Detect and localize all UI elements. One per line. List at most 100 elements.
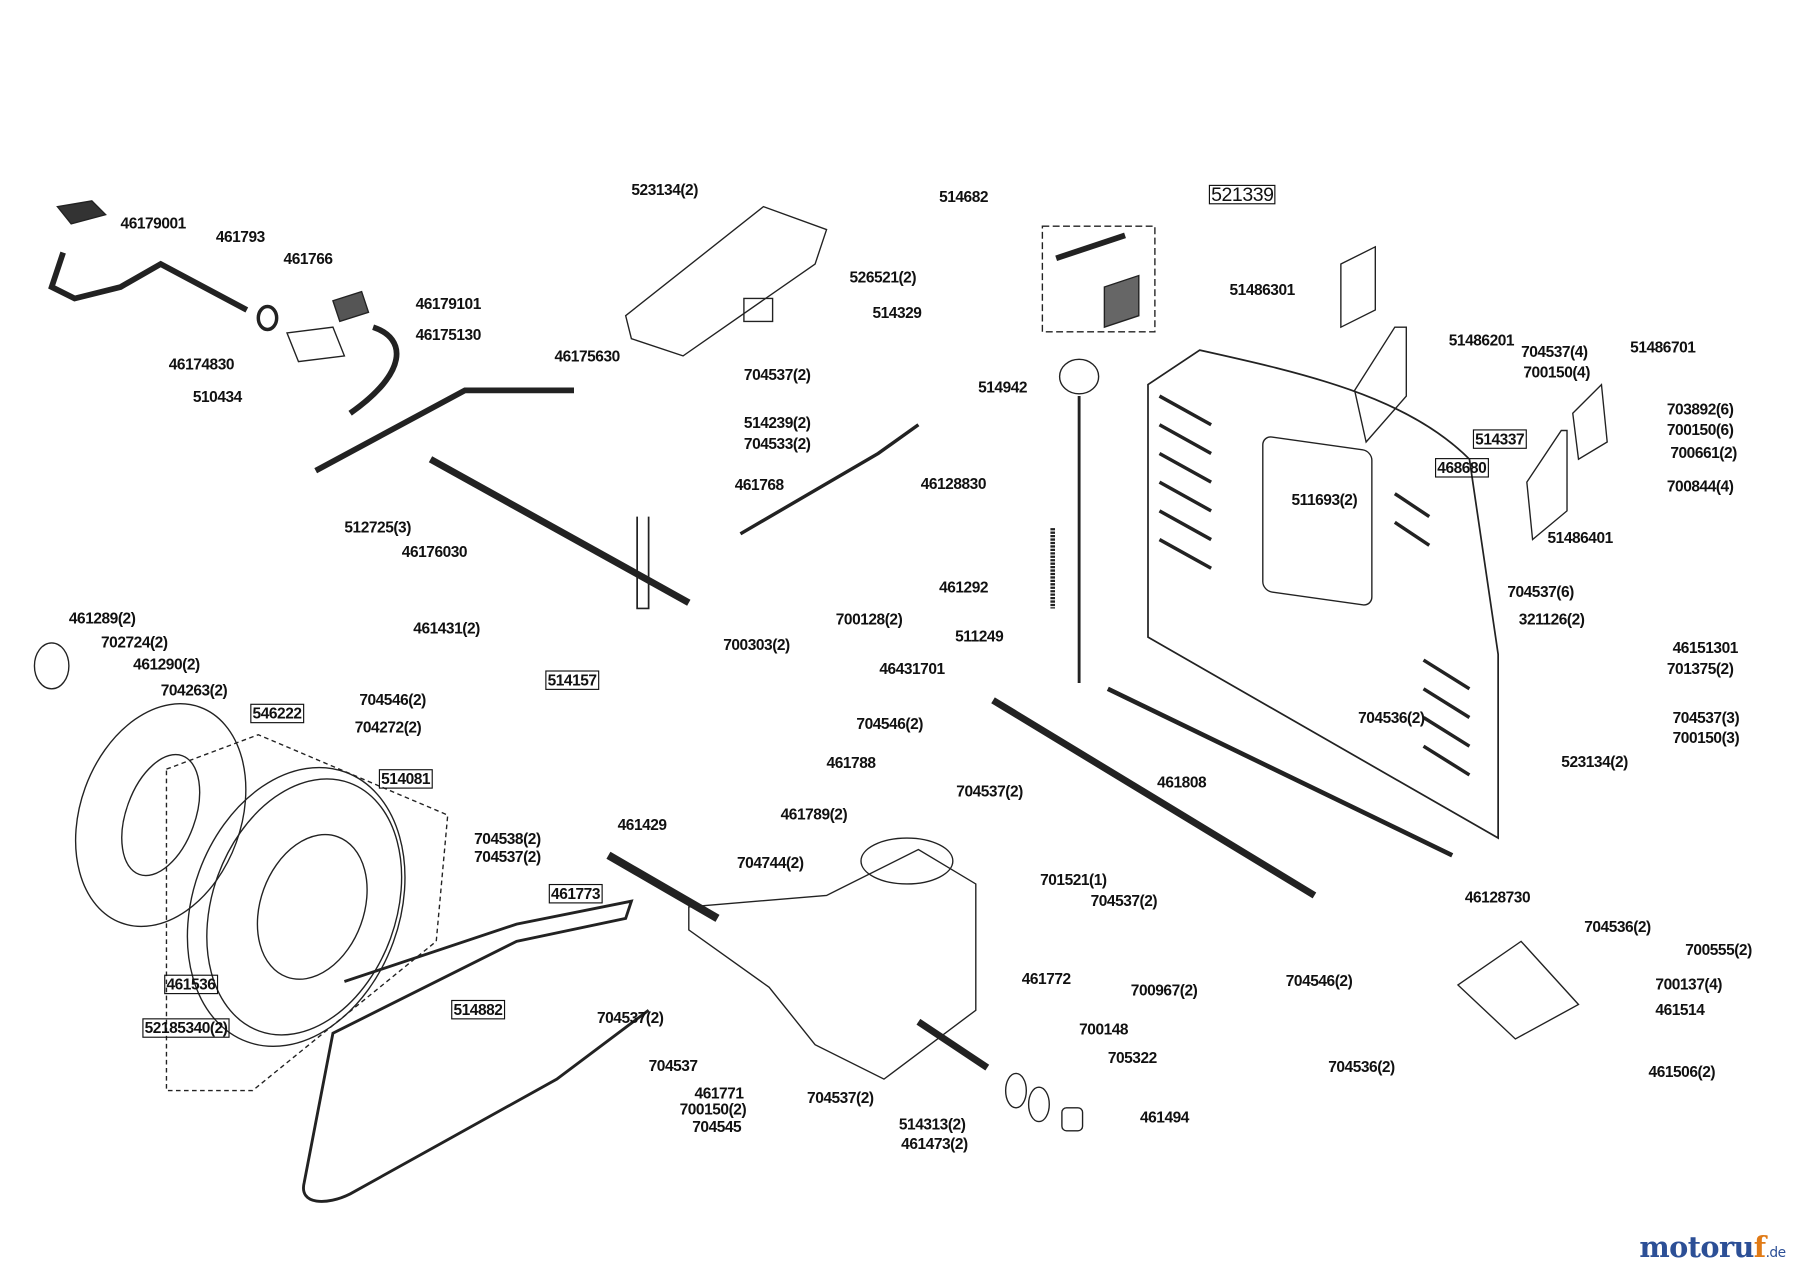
- part-label: 704545: [692, 1118, 742, 1136]
- part-label: 461431(2): [413, 619, 480, 638]
- part-label: 461768: [734, 476, 784, 494]
- part-label: 461771: [694, 1084, 744, 1103]
- part-label: 461290(2): [133, 655, 200, 673]
- part-label: 51486401: [1547, 529, 1614, 547]
- brackets: [1340, 245, 1608, 541]
- part-label: 46128730: [1464, 888, 1531, 906]
- part-label: 702724(2): [101, 633, 168, 651]
- part-label: 704537(2): [474, 848, 541, 866]
- part-label: 46431701: [879, 660, 945, 678]
- part-label: 461506(2): [1648, 1063, 1716, 1081]
- part-label: 514239(2): [743, 414, 811, 432]
- part-label: 700150(2): [679, 1100, 747, 1119]
- part-label: 461289(2): [68, 609, 136, 627]
- part-label: 461292: [939, 578, 989, 596]
- part-label: 511249: [955, 627, 1004, 646]
- part-label: 700661(2): [1670, 444, 1737, 462]
- part-label-boxed: 514157: [545, 670, 599, 690]
- part-label-boxed: 52185340(2): [142, 1018, 230, 1038]
- rear-panel: [1147, 349, 1500, 840]
- part-label: 704537(2): [807, 1089, 874, 1107]
- seat-plate: [624, 205, 828, 357]
- hand-lever: [48, 200, 691, 610]
- part-label: 461793: [215, 228, 265, 246]
- part-label: 461788: [826, 754, 876, 772]
- part-label: 700137(4): [1655, 975, 1722, 994]
- belt: [302, 899, 650, 1203]
- part-label: 51486201: [1448, 331, 1515, 349]
- logo-accent: f: [1753, 1230, 1766, 1264]
- part-label: 700150(6): [1666, 421, 1734, 439]
- part-label: 704537(2): [956, 782, 1023, 801]
- part-label: 700150(3): [1672, 728, 1740, 747]
- part-label: 511693(2): [1291, 491, 1358, 509]
- part-label: 46179001: [120, 214, 187, 232]
- part-label: 703892(6): [1666, 400, 1734, 418]
- part-label: 46175130: [415, 326, 482, 344]
- part-label: 704546(2): [359, 691, 426, 709]
- part-label: 46174830: [168, 355, 235, 374]
- logo-text: motoru: [1639, 1230, 1754, 1264]
- part-label: 700148: [1079, 1020, 1129, 1038]
- part-label: 523134(2): [631, 181, 698, 199]
- part-label: 700967(2): [1130, 981, 1198, 999]
- part-label: 514329: [872, 304, 922, 322]
- part-label: 461429: [617, 816, 667, 834]
- shift-rod: [739, 358, 1100, 684]
- front-axle-bar: [991, 686, 1454, 899]
- part-label-boxed: 514337: [1472, 429, 1527, 449]
- part-label: 704538(2): [474, 830, 541, 848]
- part-label: 526521(2): [849, 268, 917, 286]
- part-label: 704536(2): [1584, 918, 1651, 936]
- part-label: 704537: [648, 1057, 698, 1075]
- part-label: 704537(2): [596, 1009, 664, 1027]
- part-label: 461789(2): [780, 805, 848, 824]
- motoruf-logo: motoruf.de: [1639, 1230, 1786, 1264]
- part-label-boxed: 461773: [548, 883, 603, 904]
- part-label: 514942: [978, 378, 1028, 397]
- part-label-boxed: 514882: [451, 999, 505, 1020]
- part-label: 461514: [1655, 1001, 1705, 1019]
- part-label: 461772: [1021, 970, 1071, 988]
- part-label-boxed: 461536: [164, 974, 218, 995]
- part-label: 704537(4): [1521, 343, 1588, 361]
- part-label: 700150(4): [1523, 363, 1590, 382]
- logo-domain: .de: [1765, 1244, 1786, 1261]
- part-label: 704272(2): [354, 718, 422, 736]
- part-label: 46179101: [415, 295, 482, 313]
- part-label: 704263(2): [160, 681, 228, 700]
- part-label-boxed: 521339: [1208, 184, 1276, 205]
- part-label: 700128(2): [835, 610, 903, 628]
- part-label: 321126(2): [1518, 610, 1585, 628]
- part-label: 514682: [939, 188, 989, 206]
- part-label: 51486701: [1630, 338, 1696, 356]
- part-label: 461473(2): [901, 1135, 968, 1153]
- support-plate: [1456, 940, 1580, 1040]
- part-label: 704536(2): [1328, 1058, 1395, 1076]
- part-label: 704537(3): [1672, 709, 1740, 727]
- part-label: 523134(2): [1561, 753, 1628, 771]
- part-label: 704537(2): [1090, 891, 1158, 910]
- part-label-boxed: 514081: [378, 769, 433, 789]
- part-label: 514313(2): [898, 1115, 966, 1134]
- part-label: 46151301: [1672, 639, 1739, 657]
- part-label: 512725(3): [344, 518, 411, 537]
- part-label: 46128830: [920, 475, 987, 493]
- wheels: [33, 642, 449, 1092]
- part-label: 700303(2): [723, 635, 790, 654]
- part-label: 704537(2): [743, 366, 811, 384]
- part-label: 510434: [192, 388, 242, 406]
- part-label-boxed: 546222: [250, 703, 304, 724]
- part-label: 701375(2): [1666, 660, 1734, 678]
- part-label: 705322: [1107, 1049, 1157, 1067]
- part-label: 46176030: [401, 543, 468, 561]
- part-label: 704536(2): [1358, 709, 1425, 727]
- part-label: 701521(1): [1040, 871, 1107, 889]
- part-label: 700555(2): [1685, 941, 1752, 959]
- part-label: 704533(2): [743, 435, 811, 453]
- part-label: 704537(6): [1507, 583, 1574, 601]
- part-label-boxed: 468680: [1435, 458, 1489, 478]
- part-label: 461494: [1139, 1108, 1189, 1127]
- part-label: 461808: [1157, 773, 1207, 791]
